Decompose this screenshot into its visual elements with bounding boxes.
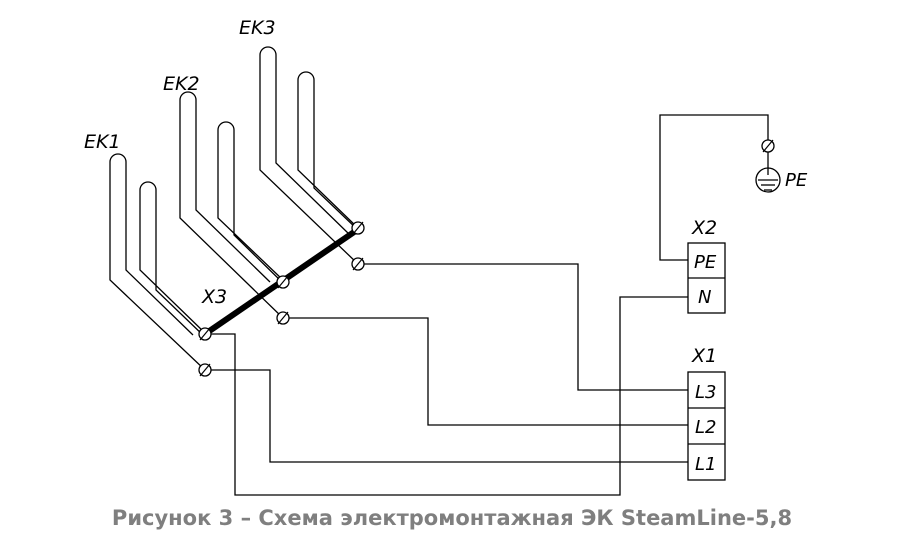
label-pe-ground: PE bbox=[785, 170, 808, 191]
label-x1: X1 bbox=[691, 345, 717, 367]
wiring-diagram: EK1 EK2 EK3 X3 PE X2 X1 PE N L3 L2 L1 bbox=[84, 17, 808, 496]
label-ek1: EK1 bbox=[84, 131, 121, 153]
pin-x1-l1: L1 bbox=[695, 454, 716, 475]
label-ek2: EK2 bbox=[163, 73, 200, 95]
heater-ek1 bbox=[109, 153, 206, 371]
label-x2: X2 bbox=[691, 217, 717, 239]
pin-x2-pe: PE bbox=[694, 252, 717, 273]
ground-symbol bbox=[755, 139, 781, 193]
terminal bbox=[198, 363, 212, 377]
label-ek3: EK3 bbox=[239, 17, 276, 39]
terminal-block-x2 bbox=[687, 242, 726, 314]
terminal bbox=[351, 257, 365, 271]
heater-ek2 bbox=[179, 91, 284, 319]
pin-x2-n: N bbox=[698, 287, 711, 308]
terminal bbox=[276, 311, 290, 325]
terminals bbox=[198, 221, 365, 377]
wires bbox=[205, 114, 769, 496]
terminal bbox=[351, 221, 365, 235]
heater-ek3 bbox=[259, 46, 359, 265]
figure-caption: Рисунок 3 – Схема электромонтажная ЭК St… bbox=[111, 506, 793, 530]
pin-x1-l3: L3 bbox=[695, 382, 716, 403]
terminal bbox=[198, 327, 212, 341]
terminal-block-x1 bbox=[687, 371, 726, 481]
pin-x1-l2: L2 bbox=[695, 417, 716, 438]
label-x3: X3 bbox=[201, 286, 227, 308]
terminal bbox=[276, 275, 290, 289]
